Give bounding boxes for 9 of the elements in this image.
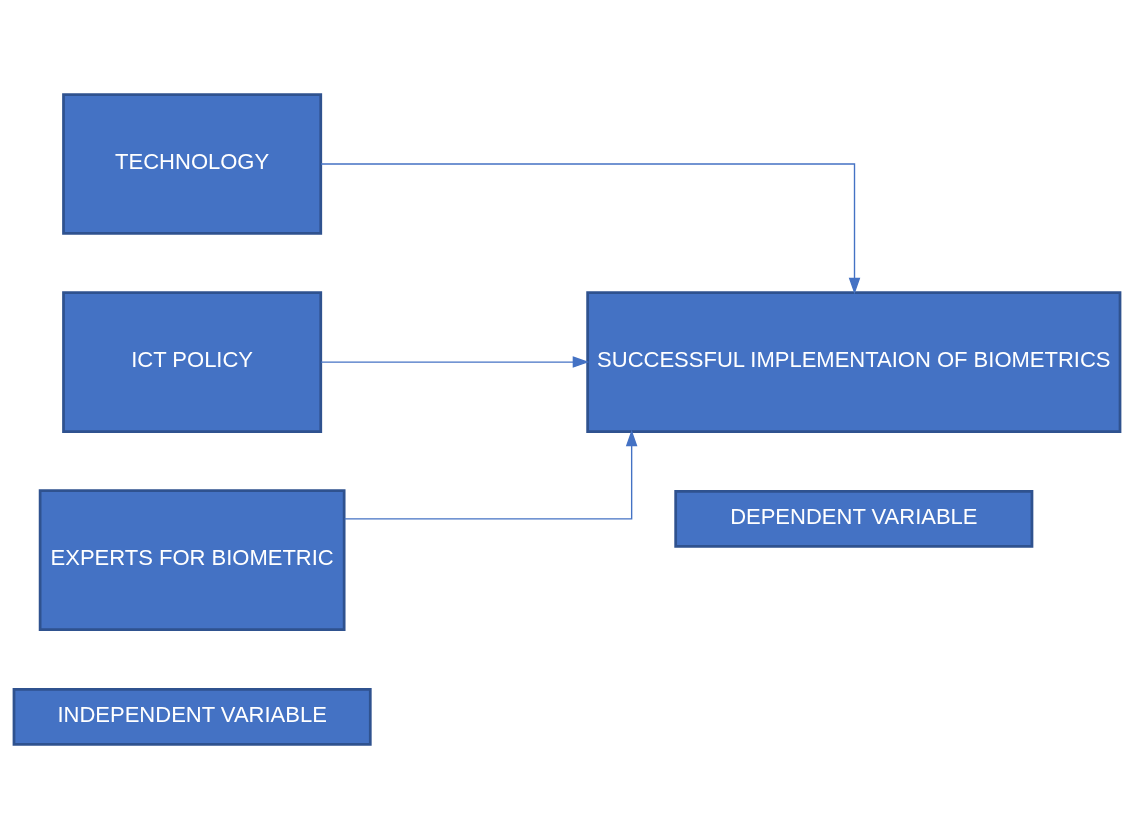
node-box: EXPERTS FOR BIOMETRIC [38, 488, 346, 631]
arrow [320, 355, 590, 368]
arrow [343, 429, 638, 520]
node-box: TECHNOLOGY [62, 92, 323, 235]
node-box: SUCCESSFUL IMPLEMENTAION OF BIOMETRICS [586, 290, 1122, 433]
node-box: DEPENDENT VARIABLE [674, 489, 1034, 548]
arrow [320, 162, 861, 294]
node-box: ICT POLICY [62, 290, 323, 433]
node-box: INDEPENDENT VARIABLE [12, 687, 372, 746]
